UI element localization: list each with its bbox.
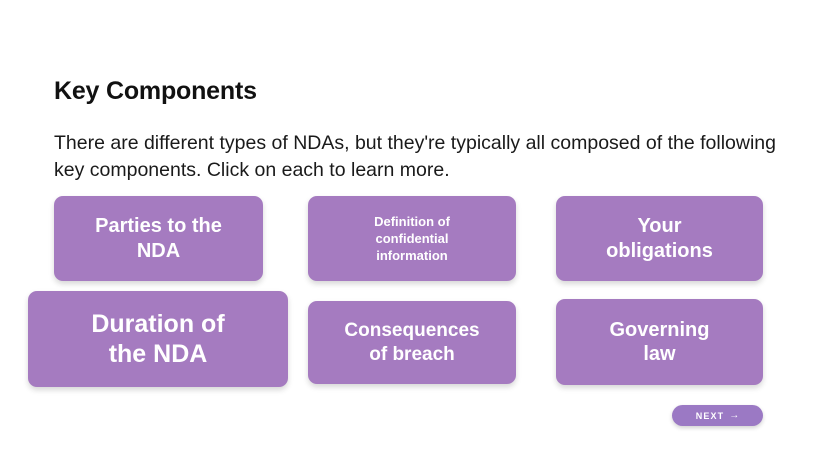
component-card-definition-of-confidential-information[interactable]: Definition of confidential information [308, 196, 516, 281]
component-card-consequences-of-breach[interactable]: Consequences of breach [308, 301, 516, 384]
component-card-parties-to-the-nda[interactable]: Parties to the NDA [54, 196, 263, 281]
component-card-duration-of-the-nda[interactable]: Duration of the NDA [28, 291, 288, 387]
card-label: Definition of confidential information [374, 213, 450, 264]
component-card-governing-law[interactable]: Governing law [556, 299, 763, 385]
card-label: Your obligations [606, 215, 713, 262]
card-label: Parties to the NDA [95, 215, 222, 262]
card-label: Governing law [609, 318, 710, 365]
card-label: Consequences of breach [344, 320, 480, 365]
arrow-right-icon: → [729, 409, 740, 421]
page-title: Key Components [54, 76, 257, 105]
component-card-your-obligations[interactable]: Your obligations [556, 196, 763, 281]
next-button[interactable]: NEXT → [672, 405, 763, 426]
next-button-label: NEXT [695, 410, 725, 421]
card-label: Duration of the NDA [91, 310, 225, 368]
intro-paragraph: There are different types of NDAs, but t… [54, 131, 776, 182]
